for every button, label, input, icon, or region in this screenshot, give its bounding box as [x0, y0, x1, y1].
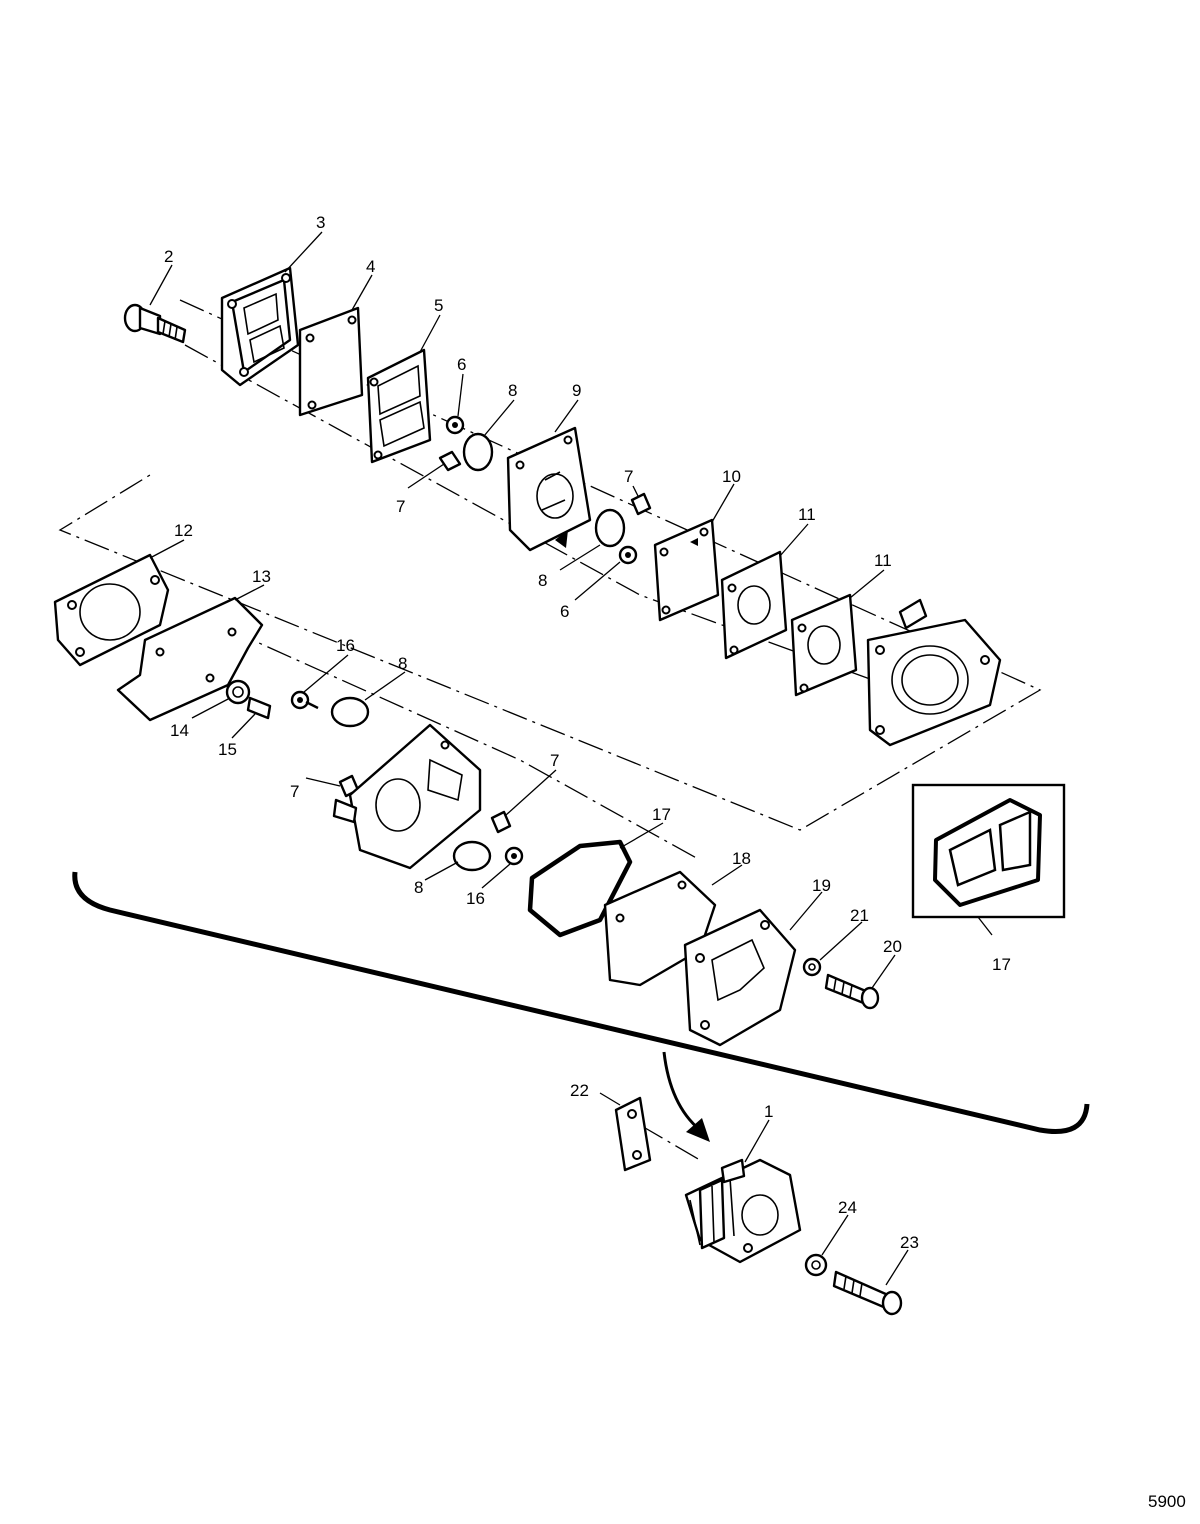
part-14-washer	[225, 679, 251, 705]
pump-base-housing	[866, 598, 1002, 747]
callout-10: 10	[722, 467, 741, 486]
part-17-gasket	[527, 839, 633, 938]
callout-23: 23	[900, 1233, 919, 1252]
assembly-boundary	[58, 299, 1042, 831]
callout-5: 5	[434, 296, 443, 315]
part-13-diaphragm	[116, 596, 264, 722]
callout-8d: 8	[414, 878, 423, 897]
callout-17a: 17	[652, 805, 671, 824]
callout-labels: 2 3 4 5 6 8 9 7 7 10 11 11 8 6 12 13 16 …	[164, 213, 1011, 1252]
part-20-screw	[824, 973, 880, 1010]
part-16-valve-lower	[504, 846, 524, 866]
callout-11b: 11	[874, 551, 892, 570]
part-3-cover	[220, 266, 300, 387]
callout-7a: 7	[396, 497, 405, 516]
callout-12: 12	[174, 521, 193, 540]
callout-2: 2	[164, 247, 173, 266]
callout-6a: 6	[457, 355, 466, 374]
callout-22: 22	[570, 1081, 589, 1100]
part-5-diaphragm-plate	[366, 348, 432, 464]
figure-number: 5900	[1148, 1492, 1186, 1511]
callout-14: 14	[170, 721, 189, 740]
part-19-cover	[683, 908, 797, 1047]
callout-15: 15	[218, 740, 237, 759]
part-24-washer	[804, 1253, 828, 1277]
part-8-valve-disc-lower-b	[452, 840, 492, 872]
callout-18: 18	[732, 849, 751, 868]
callout-19: 19	[812, 876, 831, 895]
callout-8c: 8	[398, 654, 407, 673]
callout-21: 21	[850, 906, 869, 925]
callout-3: 3	[316, 213, 325, 232]
part-11-gasket-b	[790, 593, 858, 697]
part-6-valve-mid	[618, 545, 638, 565]
part-6-valve-upper	[445, 415, 465, 435]
callout-24: 24	[838, 1198, 857, 1217]
part-8-valve-disc-mid	[594, 508, 626, 548]
part-8-valve-disc-upper	[462, 432, 494, 472]
inset-box-part-17	[911, 783, 1066, 919]
part-23-screw	[832, 1270, 903, 1316]
part-22-gasket	[614, 1096, 652, 1172]
callout-13: 13	[252, 567, 271, 586]
callout-8a: 8	[508, 381, 517, 400]
part-7-retainer-lower-b	[490, 810, 512, 834]
callout-16b: 16	[466, 889, 485, 908]
callout-8b: 8	[538, 571, 547, 590]
callout-6b: 6	[560, 602, 569, 621]
part-1-fuel-pump-assembly	[684, 1158, 802, 1264]
assembly-arrow	[662, 1051, 710, 1142]
part-11-gasket-a	[720, 550, 788, 660]
part-15-screw	[246, 696, 272, 720]
callout-20: 20	[883, 937, 902, 956]
callout-17b: 17	[992, 955, 1011, 974]
part-7-retainer-upper	[438, 450, 462, 472]
exploded-view-bracket	[72, 871, 1090, 1134]
part-16-valve-upper	[290, 690, 319, 710]
part-12-gasket	[53, 553, 170, 667]
callout-11a: 11	[798, 505, 816, 524]
leader-lines	[149, 231, 993, 1286]
part-7-retainer-mid	[630, 492, 652, 516]
part-21-washer	[802, 957, 822, 977]
lower-pump-body	[332, 723, 482, 870]
callout-16a: 16	[336, 636, 355, 655]
part-10-gasket	[653, 518, 720, 622]
callout-7b: 7	[624, 467, 633, 486]
part-8-valve-disc-lower-a	[330, 696, 370, 728]
callout-9: 9	[572, 381, 581, 400]
callout-4: 4	[366, 257, 375, 276]
callout-7d: 7	[550, 751, 559, 770]
part-9-pump-body	[506, 426, 592, 552]
callout-7c: 7	[290, 782, 299, 801]
part-4-gasket	[298, 306, 364, 417]
part-2-screw	[123, 303, 187, 344]
callout-1: 1	[764, 1102, 773, 1121]
